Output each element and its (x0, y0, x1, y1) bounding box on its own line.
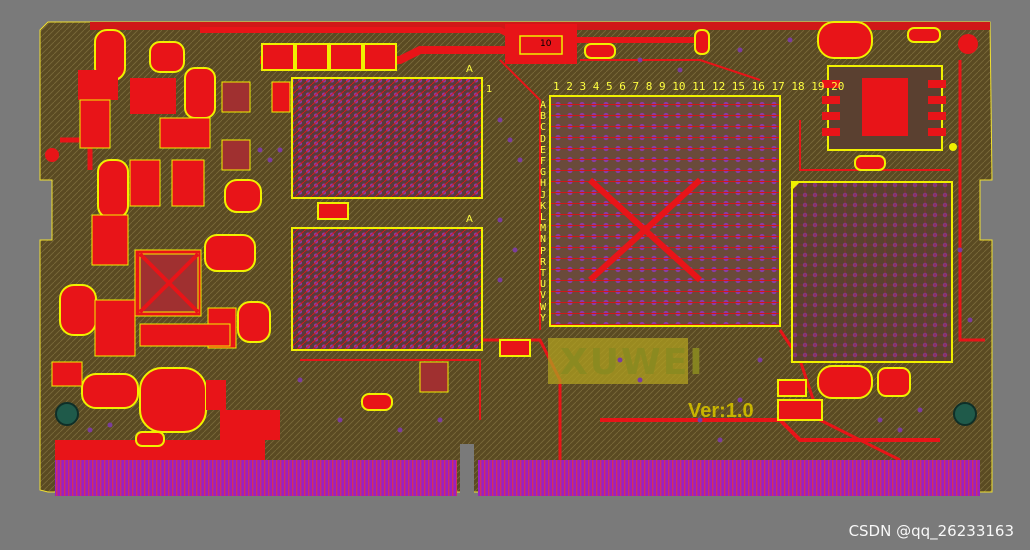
resistor-value: 10 (540, 39, 552, 49)
ddr2-pin1-marker: A (466, 214, 473, 225)
edge-connector (55, 444, 980, 496)
ddr-chip-1 (291, 77, 483, 199)
soic-chip (822, 65, 957, 151)
board-brand-text: XUWEI (560, 342, 705, 383)
pmic-qfn (138, 252, 200, 314)
bga-column-labels: 1 2 3 4 5 6 7 8 9 10 11 12 15 16 17 18 1… (553, 80, 845, 93)
passive-components (51, 21, 941, 447)
ddr-chip-2 (291, 227, 483, 351)
bga-row-labels: ABCDEFGHJKLMNPRTUVWY (539, 100, 547, 324)
mounting-holes (55, 402, 977, 426)
watermark: CSDN @qq_26233163 (848, 522, 1014, 540)
soc-bga (549, 95, 781, 327)
power-traces (60, 22, 990, 462)
via-field (87, 37, 973, 443)
board-version-text: Ver:1.0 (688, 400, 754, 422)
ddr1-mark-1: 1 (486, 84, 493, 95)
top-resistor (505, 24, 577, 64)
ddr1-pin1-marker: A (466, 64, 473, 75)
flash-chip (791, 181, 953, 363)
